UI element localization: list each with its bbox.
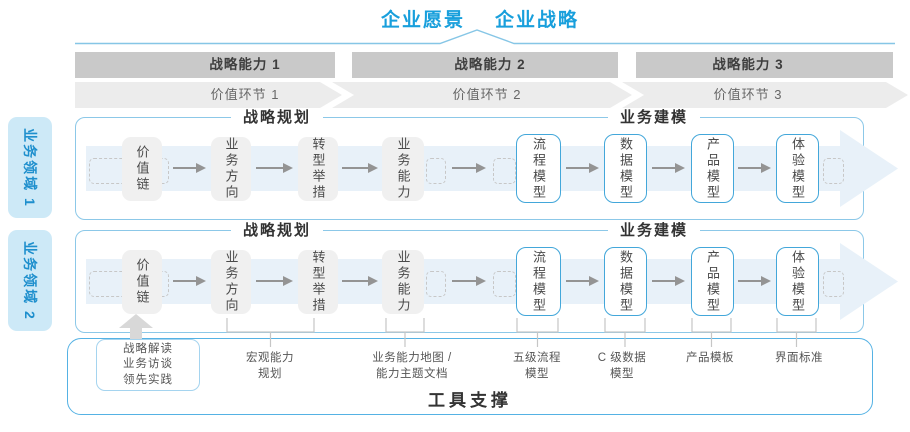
flow-arrow	[652, 163, 685, 173]
header-strategic-planning: 战略规划	[230, 221, 324, 241]
box-process-model: 流程模型	[516, 134, 561, 203]
business-domain-row-2: 战略规划 业务建模 价值链 业务方向 转型举措 业务能力 流程模型 数据模型 产…	[75, 221, 898, 333]
note-capability-map: 业务能力地图 / 能力主题文档	[372, 352, 452, 380]
practice-line-1: 战略解读	[123, 342, 173, 355]
header-business-modeling: 业务建模	[607, 108, 701, 128]
box-value-chain: 价值链	[122, 137, 162, 201]
box-data-model: 数据模型	[604, 247, 647, 316]
domain-pill-2-label: 业务领域 2	[22, 240, 38, 321]
placeholder-slot	[426, 271, 446, 297]
box-business-direction: 业务方向	[211, 137, 251, 201]
flow-arrow	[342, 276, 378, 286]
placeholder-slot	[823, 158, 844, 184]
flow-arrow	[452, 276, 486, 286]
header-business-modeling: 业务建模	[607, 221, 701, 241]
flow-arrow	[256, 276, 293, 286]
domain-pill-1-label: 业务领域 1	[22, 127, 38, 208]
practice-line-2: 业务访谈	[123, 358, 173, 371]
flow-arrow	[452, 163, 486, 173]
practice-line-3: 领先实践	[123, 373, 173, 386]
vision-label: 企业愿景	[380, 10, 465, 31]
up-arrow	[119, 314, 153, 340]
value-link-label-2: 价值环节 2	[452, 87, 522, 102]
box-data-model: 数据模型	[604, 134, 647, 203]
bracket-connectors	[226, 318, 817, 347]
value-link-chevron-band	[75, 82, 908, 108]
note-c-level-data: C 级数据 模型	[597, 352, 647, 380]
flow-arrow	[342, 163, 378, 173]
capability-band-segment-3	[636, 52, 893, 78]
flow-arrow	[566, 276, 599, 286]
box-product-model: 产品模型	[691, 134, 734, 203]
flow-arrow	[173, 276, 206, 286]
flow-arrow	[738, 276, 771, 286]
placeholder-slot	[426, 158, 446, 184]
strategy-label: 企业战略	[495, 10, 580, 31]
tools-support-title: 工具支撑	[428, 391, 512, 410]
note-ui-standard: 界面标准	[775, 352, 823, 364]
capability-label-2: 战略能力 2	[454, 57, 526, 72]
box-experience-model: 体验模型	[776, 134, 819, 203]
capability-band-segment-2	[352, 52, 618, 78]
peak-line	[75, 29, 895, 45]
flow-arrow	[173, 163, 206, 173]
note-process-model-l5: 五级流程 模型	[513, 352, 561, 380]
practice-box: 战略解读 业务访谈 领先实践	[96, 339, 200, 391]
box-business-capability: 业务能力	[382, 137, 424, 201]
capability-band-segment-1	[75, 52, 335, 78]
capability-label-1: 战略能力 1	[209, 57, 281, 72]
box-business-capability: 业务能力	[382, 250, 424, 314]
top-title: 企业愿景 企业战略	[75, 5, 885, 32]
business-domain-row-1: 战略规划 业务建模 价值链 业务方向 转型举措 业务能力 流程模型 数据模型 产…	[75, 108, 898, 220]
flow-arrow	[566, 163, 599, 173]
box-transformation: 转型举措	[298, 250, 338, 314]
domain-pill-2: 业务领域 2	[8, 230, 52, 331]
domain-pill-1: 业务领域 1	[8, 117, 52, 218]
note-product-template: 产品模板	[686, 352, 734, 364]
flow-arrow	[738, 163, 771, 173]
note-macro-capability: 宏观能力 规划	[246, 352, 294, 380]
tools-support-container: 工具支撑	[67, 338, 873, 415]
flow-arrow	[652, 276, 685, 286]
flow-arrow	[256, 163, 293, 173]
header-strategic-planning: 战略规划	[230, 108, 324, 128]
placeholder-slot	[823, 271, 844, 297]
box-transformation: 转型举措	[298, 137, 338, 201]
value-link-label-3: 价值环节 3	[713, 87, 783, 102]
box-value-chain: 价值链	[122, 250, 162, 314]
value-link-label-1: 价值环节 1	[210, 87, 280, 102]
placeholder-slot	[493, 271, 516, 297]
box-business-direction: 业务方向	[211, 250, 251, 314]
box-experience-model: 体验模型	[776, 247, 819, 316]
capability-label-3: 战略能力 3	[712, 57, 784, 72]
placeholder-slot	[493, 158, 516, 184]
box-product-model: 产品模型	[691, 247, 734, 316]
box-process-model: 流程模型	[516, 247, 561, 316]
